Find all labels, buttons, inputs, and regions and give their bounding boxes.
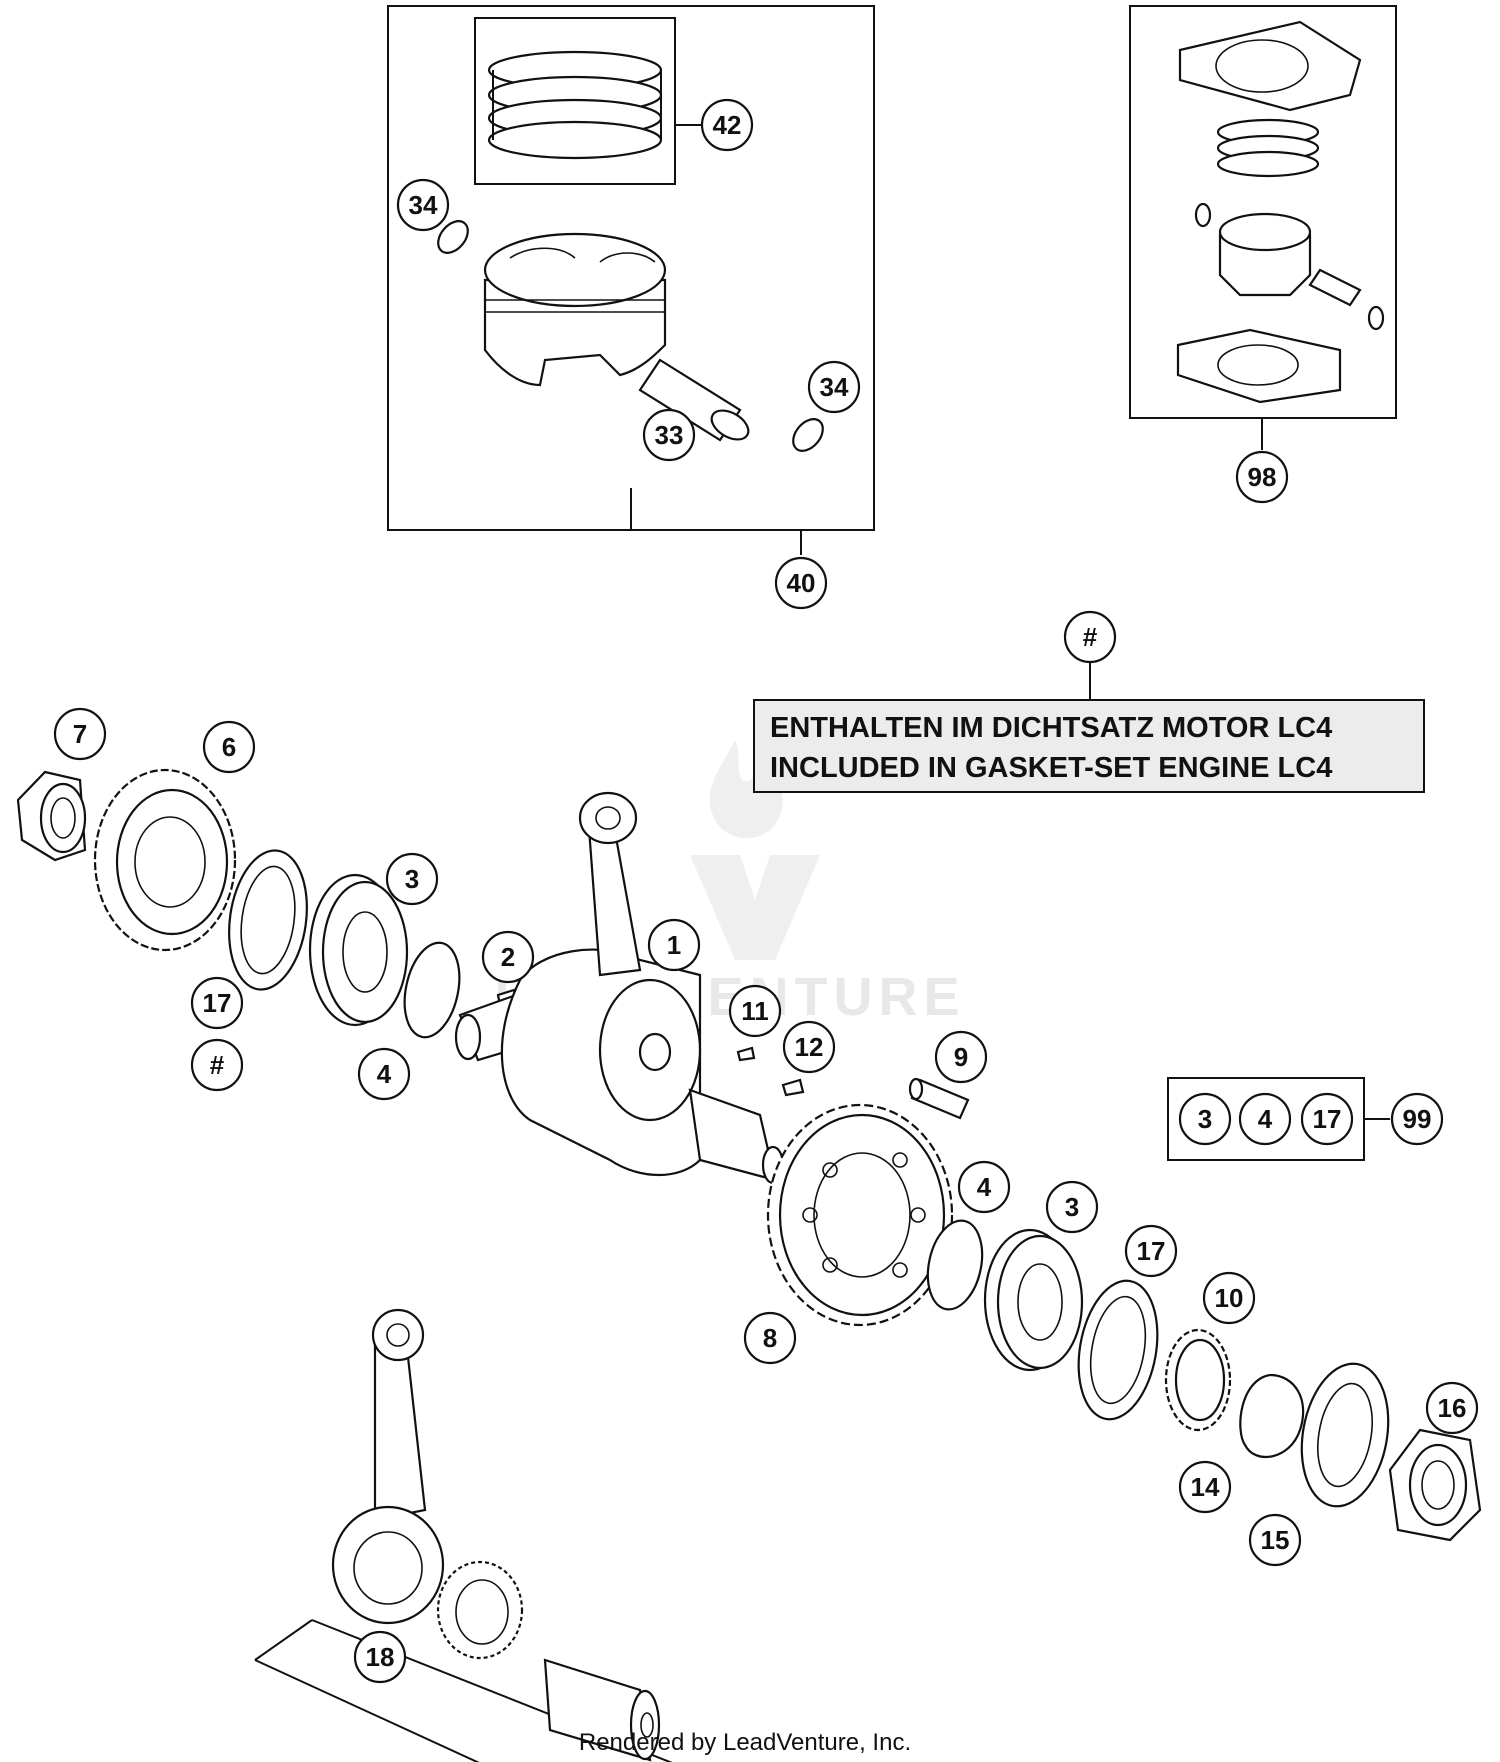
svg-text:#: # [210, 1050, 225, 1080]
base-gasket [1176, 328, 1342, 404]
seal-17-left [228, 849, 308, 991]
callout-hash-left: # [190, 1038, 244, 1092]
gear-10 [1164, 1328, 1232, 1432]
svg-text:4: 4 [977, 1172, 992, 1202]
callout-14: 14 [1178, 1460, 1232, 1514]
callout-16: 16 [1425, 1381, 1479, 1435]
callout-33: 33 [642, 408, 696, 462]
piston-kit-group [387, 5, 875, 555]
circlip-right [792, 418, 824, 452]
callout-11: 11 [728, 984, 782, 1038]
svg-text:34: 34 [820, 372, 849, 402]
callout-3-left: 3 [385, 852, 439, 906]
callout-6: 6 [202, 720, 256, 774]
note-line-1: ENTHALTEN IM DICHTSATZ MOTOR LC4 [770, 712, 1332, 744]
svg-text:3: 3 [1065, 1192, 1079, 1222]
svg-text:17: 17 [1137, 1236, 1166, 1266]
callout-34-top: 34 [396, 178, 450, 232]
svg-text:3: 3 [1198, 1104, 1212, 1134]
svg-text:4: 4 [1258, 1104, 1273, 1134]
note-box [753, 699, 1425, 793]
svg-text:12: 12 [795, 1032, 824, 1062]
gasket-kit-clip-left [1194, 202, 1212, 228]
svg-text:6: 6 [222, 732, 236, 762]
svg-text:17: 17 [1313, 1104, 1342, 1134]
svg-text:8: 8 [763, 1323, 777, 1353]
callout-4-right: 4 [957, 1160, 1011, 1214]
nut-16 [1388, 1428, 1482, 1542]
callout-10: 10 [1202, 1271, 1256, 1325]
callout-34-right: 34 [807, 360, 861, 414]
nut-7 [16, 770, 87, 862]
circlip-14 [1239, 1373, 1305, 1459]
callout-17-right: 17 [1124, 1224, 1178, 1278]
gasket-kit-clip-right [1367, 305, 1385, 331]
callout-12: 12 [782, 1020, 836, 1074]
svg-text:3: 3 [405, 864, 419, 894]
seal-17-right [1077, 1279, 1159, 1421]
svg-text:#: # [1083, 622, 1098, 652]
gasket-kit-rings [1216, 118, 1320, 178]
head-gasket [1178, 20, 1362, 112]
bearing-3-right [983, 1228, 1084, 1372]
callout-42: 42 [700, 98, 754, 152]
svg-text:40: 40 [787, 568, 816, 598]
bearing-3-left [308, 873, 409, 1027]
callout-4-left: 4 [357, 1047, 411, 1101]
svg-text:11: 11 [741, 996, 769, 1026]
svg-text:99: 99 [1403, 1104, 1432, 1134]
svg-text:42: 42 [713, 110, 742, 140]
callout-2: 2 [481, 930, 535, 984]
svg-text:15: 15 [1261, 1525, 1290, 1555]
gear-6 [93, 768, 237, 952]
piston [483, 232, 667, 387]
svg-text:18: 18 [366, 1642, 395, 1672]
key-11 [736, 1046, 756, 1062]
callout-17-left: 17 [190, 976, 244, 1030]
svg-text:16: 16 [1438, 1393, 1467, 1423]
footer-credit: Rendered by LeadVenture, Inc. [579, 1729, 911, 1756]
svg-text:1: 1 [667, 930, 681, 960]
svg-text:17: 17 [203, 988, 232, 1018]
note-line-2: INCLUDED IN GASKET-SET ENGINE LC4 [770, 752, 1332, 784]
kit-99-item-4: 4 [1238, 1092, 1292, 1146]
callout-8: 8 [743, 1311, 797, 1365]
shim-4-left [403, 941, 461, 1039]
svg-text:14: 14 [1191, 1472, 1220, 1502]
svg-text:10: 10 [1215, 1283, 1244, 1313]
svg-text:34: 34 [409, 190, 438, 220]
callout-98: 98 [1235, 450, 1289, 504]
svg-text:98: 98 [1248, 462, 1277, 492]
kit-99-item-3: 3 [1178, 1092, 1232, 1146]
gasket-kit-piston [1218, 212, 1362, 307]
callout-15: 15 [1248, 1513, 1302, 1567]
gasket-kit-group [1129, 5, 1397, 450]
crankshaft-1 [454, 791, 785, 1185]
callout-18: 18 [353, 1630, 407, 1684]
circlip-left [437, 220, 469, 254]
kit-99-item-17: 17 [1300, 1092, 1354, 1146]
callout-3-right: 3 [1045, 1180, 1099, 1234]
washer-15 [1300, 1362, 1390, 1508]
shim-4-right [926, 1219, 984, 1311]
conrod-kit-18 [254, 1308, 673, 1762]
callouts: 42 34 34 33 40 98 # 7 6 3 2 1 17 # 4 11 … [53, 98, 1479, 1684]
piston-pin [638, 358, 750, 442]
svg-text:2: 2 [501, 942, 515, 972]
callout-99: 99 [1390, 1092, 1444, 1146]
callout-9: 9 [934, 1030, 988, 1084]
note-group: ENTHALTEN IM DICHTSATZ MOTOR LC4 INCLUDE… [753, 662, 1425, 793]
callout-hash-note: # [1063, 610, 1117, 664]
piston-rings [487, 50, 663, 160]
key-12 [781, 1078, 805, 1097]
svg-text:7: 7 [73, 719, 87, 749]
svg-text:4: 4 [377, 1059, 392, 1089]
callout-40: 40 [774, 556, 828, 610]
callout-7: 7 [53, 707, 107, 761]
callout-1: 1 [647, 918, 701, 972]
sprocket-8 [766, 1103, 954, 1327]
svg-text:33: 33 [655, 420, 684, 450]
svg-text:9: 9 [954, 1042, 968, 1072]
